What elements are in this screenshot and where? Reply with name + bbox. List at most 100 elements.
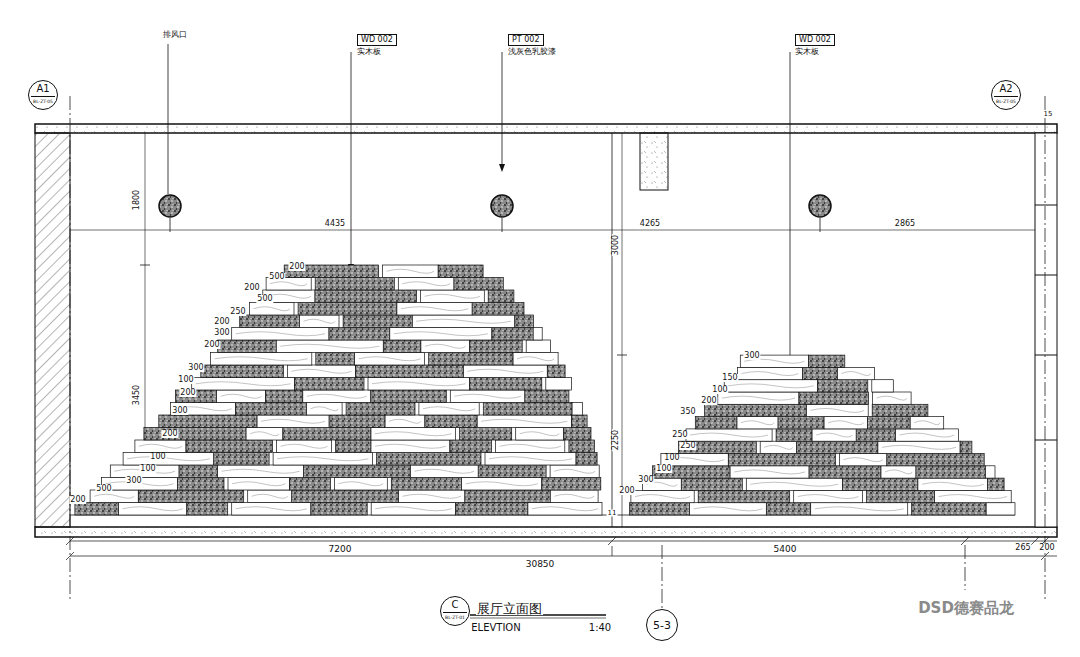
bubble-sheet: BL-ZT-05 [996,99,1016,104]
wood-plank [192,378,295,391]
dimension-label: 7200 [328,545,353,554]
dimension-label: 30850 [525,560,556,569]
wood-plank [935,490,1012,502]
stone-plank [547,365,565,378]
stone-plank [292,490,399,503]
wood-grain [402,494,460,498]
wood-grain [694,507,763,511]
stone-plank [470,378,542,391]
exhaust-vents [159,195,831,217]
stone-plank [472,303,524,316]
dimension-label: 300 [187,364,204,372]
dimension-label: 200 [1038,544,1055,552]
wood-grain [414,469,474,473]
wood-grain [338,482,383,486]
wood-grain [270,282,307,286]
wood-plank [550,490,598,503]
wood-grain [742,372,799,376]
stone-plank [802,367,837,379]
wood-grain [139,444,182,448]
wood-grain [741,421,774,425]
wood-plank [287,365,355,378]
wood-grain [307,394,367,398]
dimension-label: 4265 [639,220,661,228]
leader-arrows [348,164,793,366]
wood-plank [737,417,778,429]
wood-plank [170,403,235,416]
stone-plank [698,490,790,502]
stone-plank [315,290,417,303]
dimension-label: 排风口 [162,31,188,39]
wood-grain [454,394,521,398]
wood-plank [824,417,868,429]
stone-plank [960,441,972,453]
wood-grain [127,457,210,461]
wood-grain [467,369,543,373]
dimension-label: 100 [711,386,728,394]
stone-plank [343,315,412,328]
grid-bubble: CBL-ZT-01 [440,596,470,626]
wood-grain [554,469,595,473]
dimension-label: 300 [637,476,654,484]
wood-grain [481,419,567,423]
wood-grain [236,332,325,336]
wood-plank [246,428,283,441]
stone-plank [429,353,513,366]
dimension-label: 500 [95,485,112,493]
stone-plank [856,429,895,441]
bubble-sheet: BL-ZT-01 [445,615,465,620]
grid-lines [70,96,1045,609]
dimension-label: 500 [268,273,285,281]
wood-grain [899,433,954,437]
dimension-label: 3000 [612,234,620,256]
wood-plank [806,404,868,416]
stone-plank [465,490,550,503]
wood-plank [371,503,455,516]
wood-grain [394,332,488,336]
wood-plank [794,490,863,502]
wood-grain [939,495,1008,499]
dimension-lines [66,537,1057,560]
wood-grain [690,433,768,437]
dimension-label: 250 [671,431,688,439]
wood-plank [232,503,311,516]
dimension-label: 15 [1043,111,1054,118]
stone-plank [425,415,477,428]
stone-plank [75,503,119,516]
stone-plank [887,454,984,466]
wood-plank [746,478,842,490]
stone-plank [240,315,300,328]
stone-plank [492,328,533,341]
wood-plank [371,440,450,453]
drawing-title: 展厅立面图 [476,602,543,615]
wood-plank [218,465,304,478]
wood-plank [450,390,525,403]
bubble-id: A1 [36,84,49,94]
wood-plank [232,328,329,341]
wood-plank [718,392,799,404]
stone-plank [186,440,272,453]
stone-plank [483,403,572,416]
stone-plank [563,428,591,441]
stone-plank [178,478,225,491]
stone-plank [218,340,277,353]
bubble-divider [443,612,467,613]
stone-plank [391,478,461,491]
wood-grain [222,469,300,473]
stone-plank [630,503,690,515]
stone-plank [569,440,595,453]
stone-plank [159,415,257,428]
stone-plank [214,453,269,466]
wood-grain [386,269,434,273]
dimension-label: 300 [213,329,230,337]
stone-plank [868,417,911,429]
dimension-label: 300 [743,352,760,360]
dimension-label: 100 [177,376,194,384]
wood-plank [250,303,295,316]
dimension-label: 200 [243,284,260,292]
grid-bubble: 5-3 [646,609,678,641]
stone-plank [295,378,364,391]
stone-plank [304,465,411,478]
dimension-label: 1:40 [588,623,612,633]
